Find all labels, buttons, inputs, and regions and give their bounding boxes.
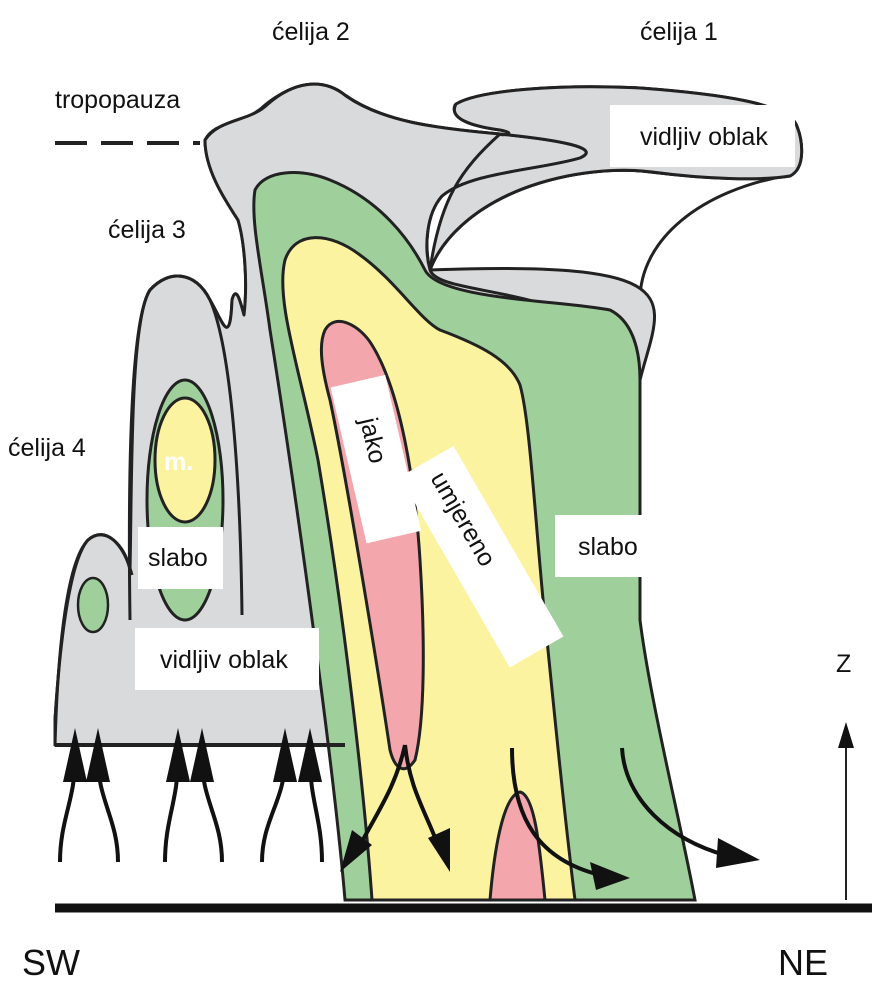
tropopause-label: tropopauza <box>55 86 180 114</box>
cell4-weak-region <box>78 578 108 632</box>
z-axis-arrow <box>838 722 854 900</box>
moderate-abbrev-label: m. <box>164 448 193 476</box>
sw-label: SW <box>22 942 80 983</box>
ne-label: NE <box>778 942 828 983</box>
cell2-label: ćelija 2 <box>272 18 350 46</box>
cell1-label: ćelija 1 <box>640 18 718 46</box>
visible-cloud-top-label: vidljiv oblak <box>640 123 768 151</box>
weak-left-label: slabo <box>148 544 208 572</box>
weak-right-label: slabo <box>578 533 638 561</box>
z-axis-label: Z <box>836 650 851 678</box>
visible-cloud-bottom-label: vidljiv oblak <box>160 646 288 674</box>
cell4-label: ćelija 4 <box>8 434 86 462</box>
cell3-label: ćelija 3 <box>108 216 186 244</box>
